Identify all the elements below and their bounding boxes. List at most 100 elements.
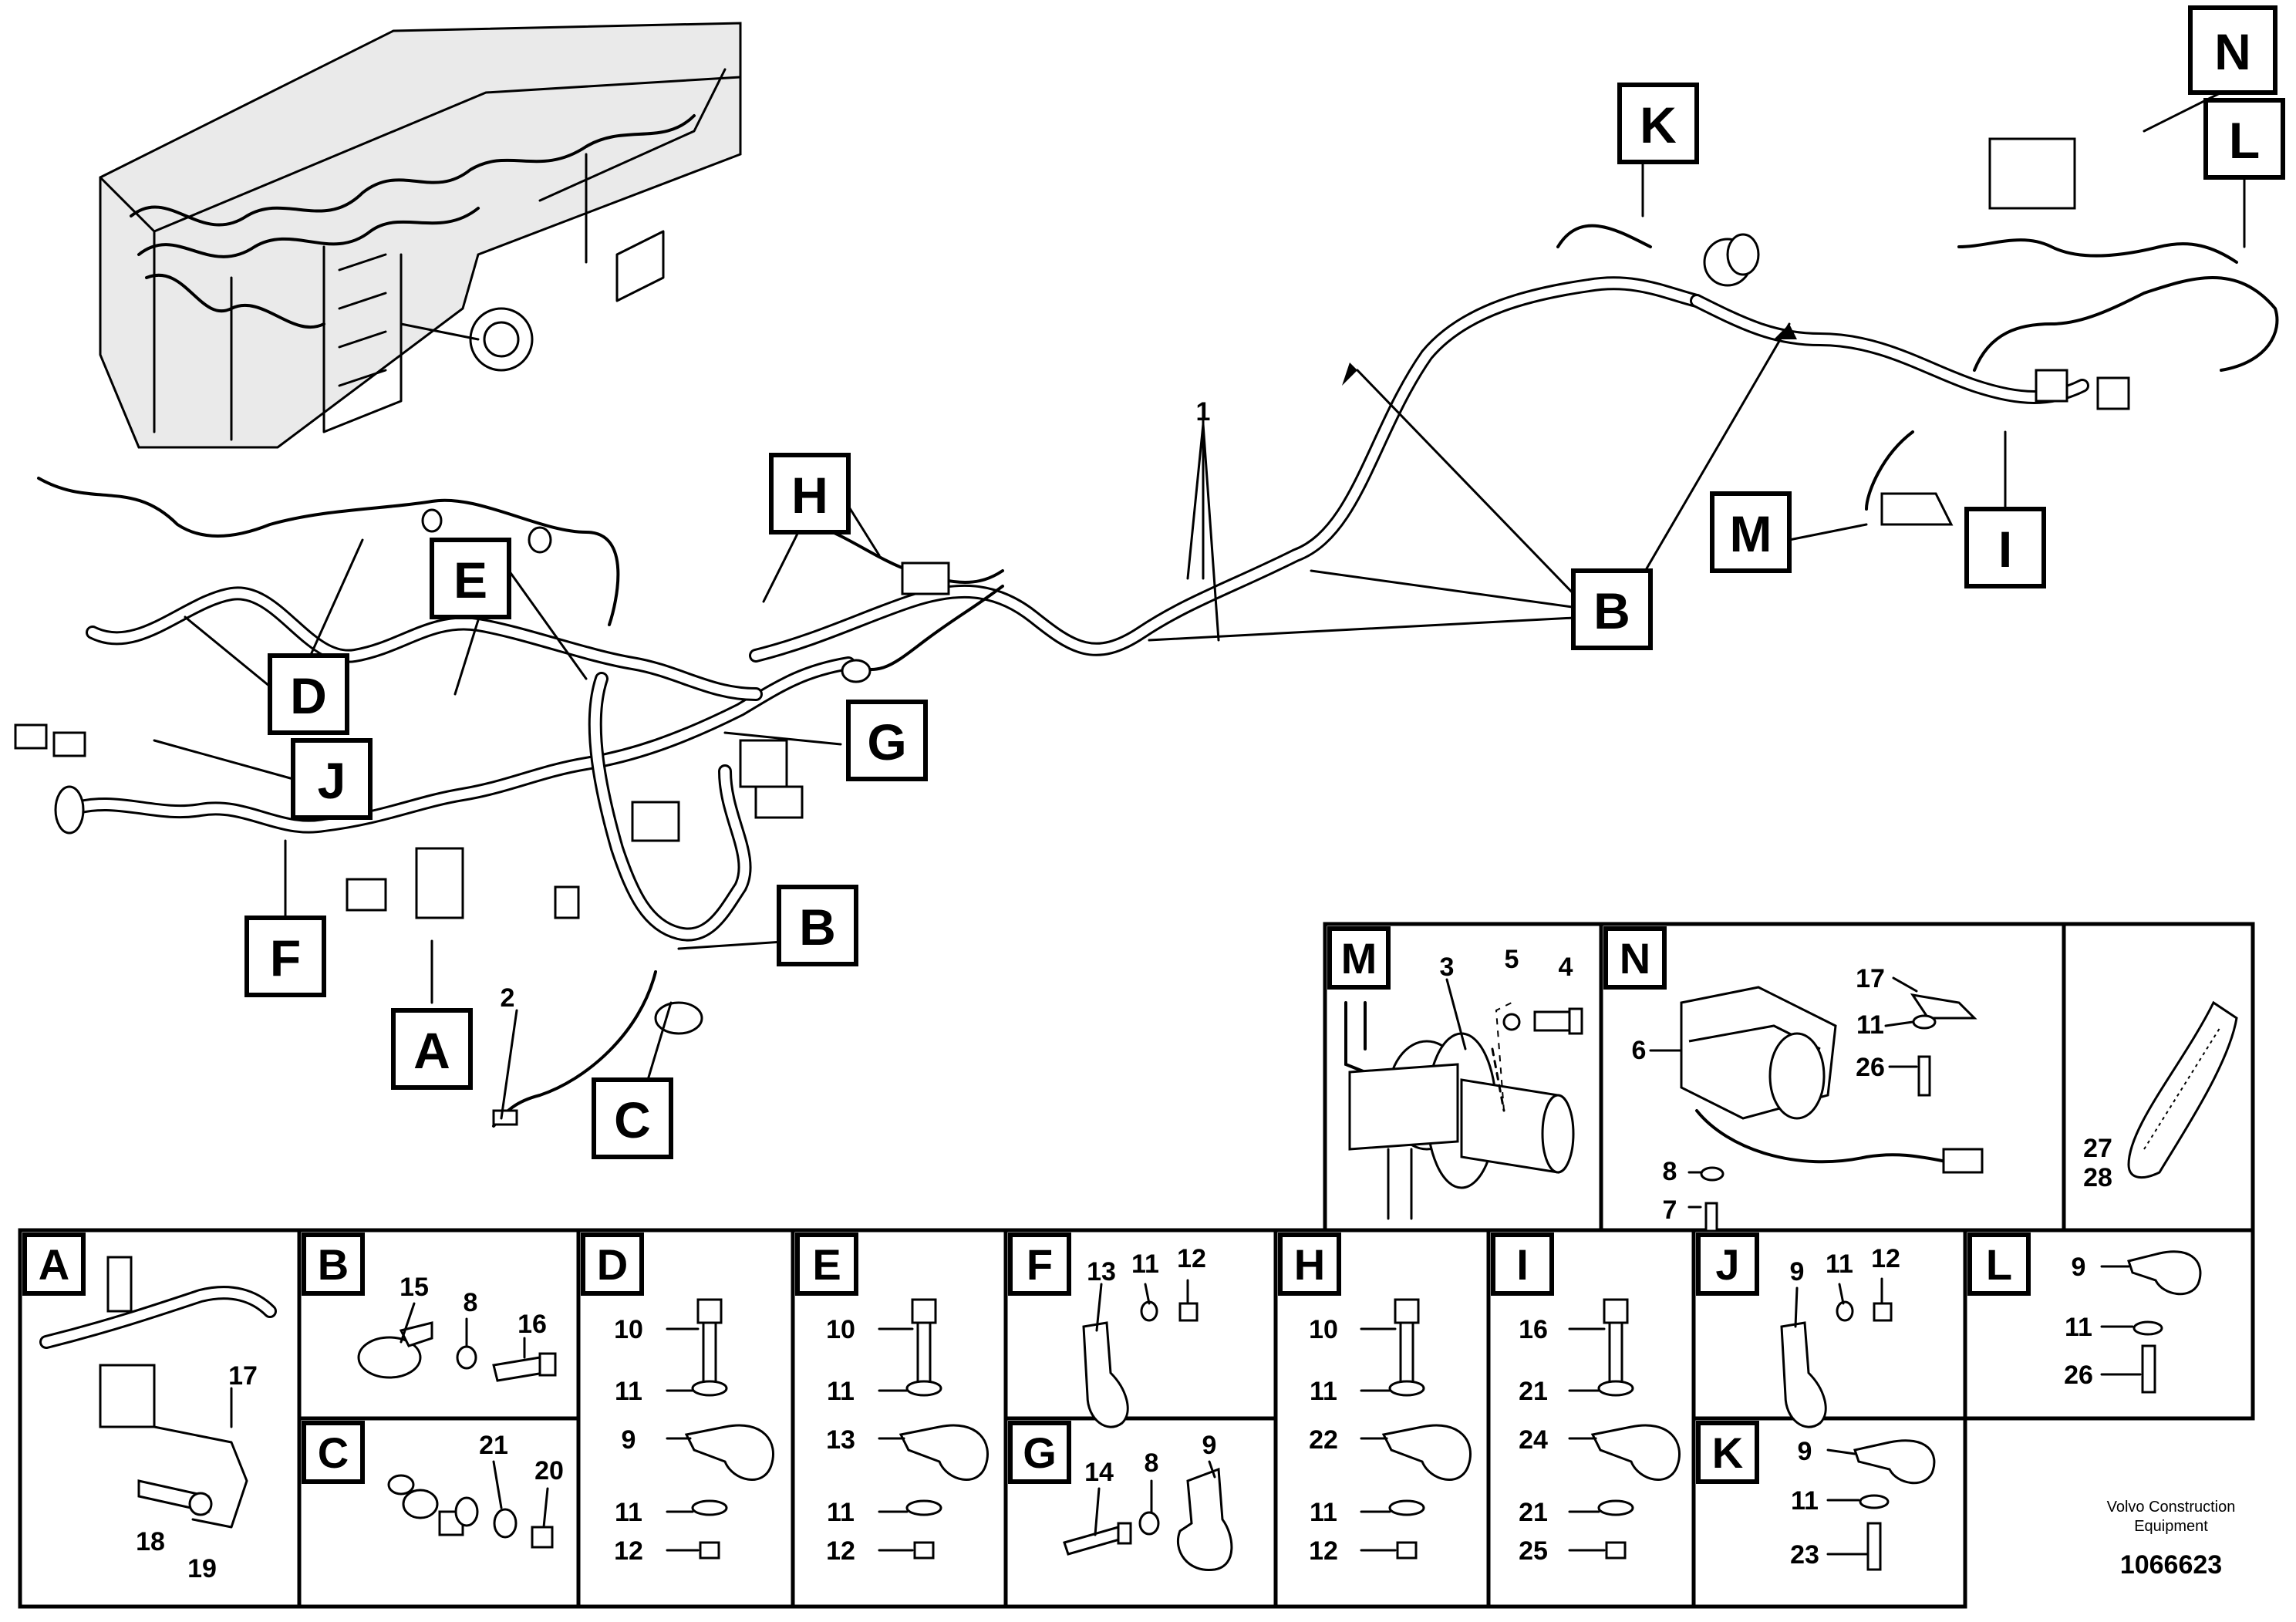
callout-C: C bbox=[614, 1091, 651, 1148]
J-part-3: 12 bbox=[1871, 1244, 1900, 1273]
callout-I: I bbox=[1998, 521, 2012, 578]
callout-L-box: L bbox=[2203, 98, 2285, 180]
I-part-1: 16 bbox=[1519, 1315, 1548, 1344]
D-part-5: 12 bbox=[614, 1536, 643, 1566]
document-id: 1066623 bbox=[2120, 1550, 2222, 1580]
L-part-1: 9 bbox=[2072, 1253, 2086, 1282]
C-part-2: 20 bbox=[534, 1456, 564, 1485]
A-part-1: 17 bbox=[228, 1361, 258, 1391]
detail-G-letter: G bbox=[1023, 1428, 1057, 1477]
callout-E-box: E bbox=[430, 538, 511, 619]
N-part-6: 7 bbox=[1663, 1195, 1677, 1225]
detail-N-letter: N bbox=[1620, 934, 1650, 983]
callout-C-box: C bbox=[592, 1077, 673, 1159]
E-part-4: 11 bbox=[827, 1498, 855, 1527]
M-part-2: 5 bbox=[1505, 945, 1519, 974]
callout-J-box: J bbox=[291, 738, 373, 820]
detail-K-letter: K bbox=[1712, 1428, 1743, 1477]
L-part-3: 26 bbox=[2064, 1361, 2093, 1390]
F-part-1: 13 bbox=[1087, 1257, 1116, 1286]
credit-line-1: Volvo Construction bbox=[2107, 1499, 2236, 1516]
D-part-2: 11 bbox=[615, 1377, 642, 1406]
H-part-4: 11 bbox=[1310, 1498, 1337, 1527]
D-part-3: 9 bbox=[622, 1425, 636, 1455]
callout-F: F bbox=[270, 929, 301, 986]
D-part-1: 10 bbox=[614, 1315, 643, 1344]
M-part-1: 3 bbox=[1440, 953, 1455, 982]
detail-G-art bbox=[1063, 1460, 1233, 1571]
E-part-1: 10 bbox=[826, 1315, 855, 1344]
callout-G-box: G bbox=[846, 700, 928, 781]
H-part-1: 10 bbox=[1309, 1315, 1338, 1344]
B-part-3: 16 bbox=[518, 1310, 547, 1339]
J-part-1: 9 bbox=[1790, 1257, 1805, 1286]
machine-overview bbox=[99, 22, 742, 449]
I-part-2: 21 bbox=[1519, 1377, 1548, 1406]
callout-M: M bbox=[1730, 505, 1772, 562]
H-part-5: 12 bbox=[1309, 1536, 1338, 1566]
G-part-2: 8 bbox=[1145, 1448, 1159, 1478]
detail-F-letter: F bbox=[1027, 1240, 1053, 1289]
B-part-1: 15 bbox=[400, 1273, 429, 1302]
credit-line-2: Equipment bbox=[2134, 1518, 2208, 1535]
detail-L-letter: L bbox=[1986, 1240, 2012, 1289]
detail-F-art bbox=[1082, 1279, 1199, 1428]
detail-L-art bbox=[2100, 1250, 2202, 1394]
E-part-2: 11 bbox=[827, 1377, 855, 1406]
E-part-5: 12 bbox=[826, 1536, 855, 1566]
K-part-2: 11 bbox=[1791, 1486, 1819, 1516]
G-part-3: 9 bbox=[1202, 1431, 1217, 1460]
A-part-3: 19 bbox=[187, 1554, 217, 1583]
N-part-1: 6 bbox=[1632, 1036, 1647, 1065]
callout-B-box-2: B bbox=[777, 885, 858, 966]
callout-leaders bbox=[153, 91, 2246, 1120]
callout-E: E bbox=[453, 551, 487, 609]
detail-I-letter: I bbox=[1516, 1240, 1529, 1289]
K-part-1: 9 bbox=[1798, 1437, 1812, 1466]
callout-L: L bbox=[2229, 112, 2260, 169]
item-2-label: 2 bbox=[501, 983, 515, 1013]
detail-J-letter: J bbox=[1715, 1240, 1739, 1289]
callout-H-box: H bbox=[769, 453, 851, 534]
G-part-1: 14 bbox=[1084, 1458, 1114, 1487]
callout-F-box: F bbox=[244, 916, 326, 997]
N-part-4: 26 bbox=[1856, 1053, 1885, 1082]
A-part-2: 18 bbox=[136, 1527, 165, 1556]
I-part-5: 25 bbox=[1519, 1536, 1548, 1566]
item-1-label: 1 bbox=[1196, 397, 1211, 427]
callout-H: H bbox=[791, 467, 828, 524]
detail-C-art bbox=[387, 1460, 554, 1549]
N-part-5: 8 bbox=[1663, 1157, 1677, 1186]
callout-D: D bbox=[290, 667, 327, 724]
detail-J-art bbox=[1780, 1277, 1893, 1428]
detail-D-letter: D bbox=[597, 1240, 628, 1289]
callout-A-box: A bbox=[391, 1008, 473, 1090]
callout-G: G bbox=[867, 713, 906, 771]
main-callouts: N L K M I B H E D J G B F A C 1 2 bbox=[244, 5, 2285, 1159]
detail-tie-art bbox=[2127, 1000, 2238, 1179]
I-part-3: 24 bbox=[1519, 1425, 1548, 1455]
callout-J: J bbox=[318, 752, 346, 809]
N-part-2: 17 bbox=[1856, 964, 1885, 993]
callout-N-box: N bbox=[2188, 5, 2277, 95]
I-part-4: 21 bbox=[1519, 1498, 1548, 1527]
main-harness bbox=[14, 137, 2279, 1128]
detail-I-art bbox=[1568, 1298, 1681, 1560]
H-part-3: 22 bbox=[1309, 1425, 1338, 1455]
D-part-4: 11 bbox=[615, 1498, 642, 1527]
N-part-3: 11 bbox=[1856, 1010, 1884, 1040]
detail-E-art bbox=[878, 1298, 989, 1560]
detail-A-art bbox=[39, 1256, 277, 1529]
detail-A-letter: A bbox=[39, 1240, 69, 1289]
callout-M-box: M bbox=[1710, 491, 1792, 573]
detail-D-art bbox=[666, 1298, 774, 1560]
tie-part-2: 28 bbox=[2083, 1163, 2112, 1192]
detail-M-art bbox=[1344, 978, 1583, 1220]
J-part-2: 11 bbox=[1826, 1249, 1853, 1279]
detail-N-art bbox=[1649, 976, 1984, 1233]
detail-B-art bbox=[357, 1302, 557, 1382]
F-part-3: 12 bbox=[1177, 1244, 1206, 1273]
detail-panels bbox=[18, 922, 2255, 1609]
callout-I-box: I bbox=[1964, 507, 2046, 588]
